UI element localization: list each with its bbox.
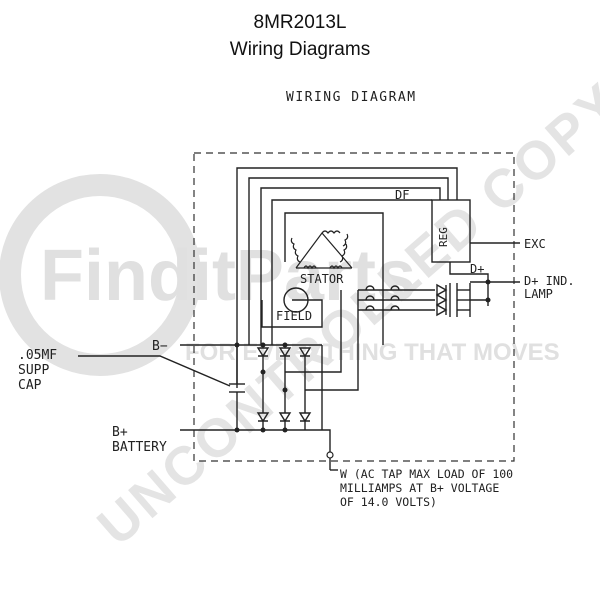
b-minus-label: B− xyxy=(152,339,168,354)
junction-dot xyxy=(485,279,491,285)
lamp-label: LAMP xyxy=(524,287,553,301)
wire-df xyxy=(271,199,432,345)
watermark-logo-text: FinditParts xyxy=(40,236,416,316)
exc-label: EXC xyxy=(524,237,546,251)
supp-cap-label-3: CAP xyxy=(18,378,42,393)
d-plus-ind-label: D+ IND. xyxy=(524,274,575,288)
watermark-ring xyxy=(0,174,201,376)
diagram-heading: WIRING DIAGRAM xyxy=(286,90,417,105)
model-title: 8MR2013L xyxy=(253,12,347,33)
stator-coil-left xyxy=(290,237,301,263)
wiring xyxy=(78,167,520,471)
junction-dots xyxy=(234,279,491,433)
df-label: DF xyxy=(395,188,409,202)
stator-coil-right xyxy=(339,233,349,263)
w-terminal xyxy=(326,451,334,459)
w-note-line-3: OF 14.0 VOLTS) xyxy=(340,495,437,509)
wire-field-loop xyxy=(261,299,323,328)
junction-dot xyxy=(260,427,266,433)
supp-cap-label-2: SUPP xyxy=(18,363,49,378)
battery-label: BATTERY xyxy=(112,440,167,455)
field-label: FIELD xyxy=(276,309,312,323)
junction-dot xyxy=(485,297,491,303)
junction-dot xyxy=(234,427,240,433)
stator-coil-bottom xyxy=(303,265,343,270)
page-subtitle: Wiring Diagrams xyxy=(229,39,371,60)
wire-reg-dplus xyxy=(449,262,489,306)
junction-dot xyxy=(282,342,288,348)
watermark-tagline: FOR EVERYTHING THAT MOVES xyxy=(185,339,560,366)
junction-dot xyxy=(260,342,266,348)
rectifier-diode-pos-3 xyxy=(298,412,312,423)
wire-loop-3 xyxy=(260,187,441,345)
crossover-bumps-2 xyxy=(390,285,400,311)
supp-cap-leader xyxy=(78,355,231,387)
d-plus-label: D+ xyxy=(470,262,484,276)
supp-cap-label-1: .05MF xyxy=(18,348,57,363)
trio-diode-1 xyxy=(436,283,448,297)
junction-dot xyxy=(234,342,240,348)
wire-w-tap xyxy=(322,429,331,470)
wire-stator-box xyxy=(284,212,384,320)
stator-winding xyxy=(290,230,353,270)
stator-label: STATOR xyxy=(300,272,344,286)
alternator-enclosure xyxy=(193,152,515,462)
wire-loop-2 xyxy=(248,177,449,345)
trio-diode-2 xyxy=(436,293,448,307)
w-note-line-1: W (AC TAP MAX LOAD OF 100 xyxy=(340,467,513,481)
trio-diode-3 xyxy=(436,303,448,317)
field-coil xyxy=(283,287,309,313)
reg-box xyxy=(431,199,471,263)
crossover-bumps-1 xyxy=(365,285,375,311)
stator-triangle xyxy=(295,230,353,269)
junction-dot xyxy=(282,427,288,433)
junction-dot xyxy=(260,369,266,375)
b-plus-label: B+ xyxy=(112,425,128,440)
junction-dot xyxy=(282,387,288,393)
w-note-line-2: MILLIAMPS AT B+ VOLTAGE xyxy=(340,481,499,495)
reg-label: REG xyxy=(437,227,450,247)
wire-loop-outer xyxy=(236,167,458,388)
wire-rect-1 xyxy=(285,290,342,373)
